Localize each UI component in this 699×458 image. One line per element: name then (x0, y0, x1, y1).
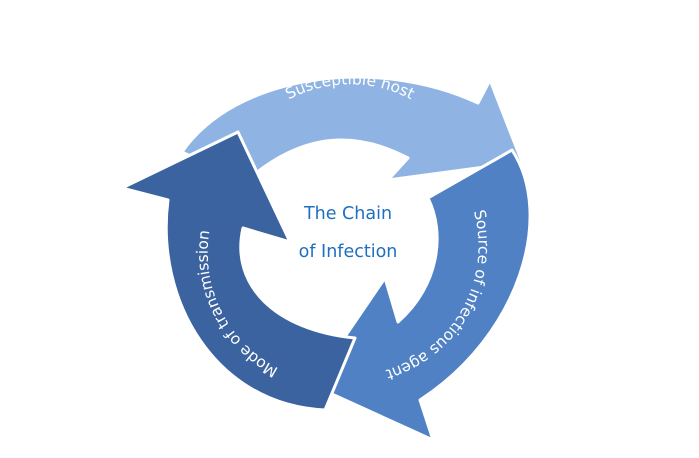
center-title-line-1: The Chain (303, 204, 392, 224)
center-title-line-2: of Infection (299, 242, 398, 262)
mode-of-transmission-arrow (120, 130, 357, 412)
source-of-infectious-agent-arrow (310, 148, 532, 442)
cycle-arrows (120, 75, 532, 442)
susceptible-host-arrow (180, 75, 524, 184)
center-title: The Chain of Infection (299, 204, 398, 262)
